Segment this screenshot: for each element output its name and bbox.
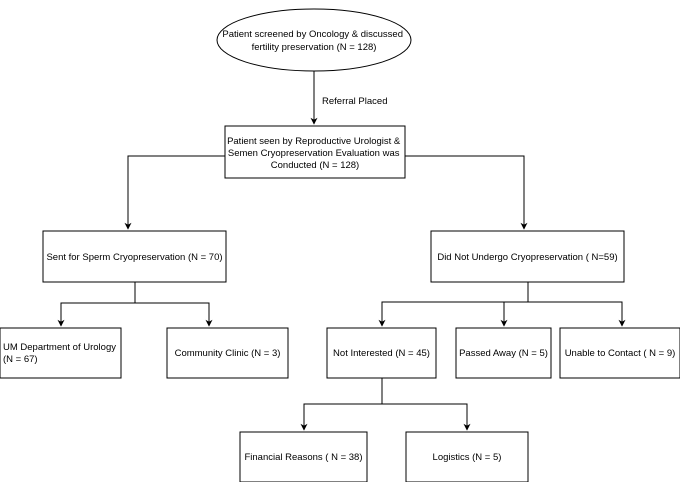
edge-label-referral-placed: Referral Placed bbox=[322, 96, 387, 107]
node-community-clinic-line-1: Community Clinic (N = 3) bbox=[175, 348, 281, 359]
node-patient-seen-line-2: Semen Cryopreservation Evaluation was bbox=[228, 148, 400, 159]
node-patient-seen-line-1: Patient seen by Reproductive Urologist & bbox=[227, 136, 401, 147]
edge-did-not-trunk bbox=[378, 282, 529, 327]
edge-not-interested-to-logistics bbox=[382, 403, 471, 431]
svg-text:Patient seen by Reproductive U: Patient seen by Reproductive Urologist &… bbox=[227, 136, 403, 171]
node-not-interested-line-1: Not Interested (N = 45) bbox=[333, 348, 430, 359]
svg-text:Financial Reasons ( N = 38): Financial Reasons ( N = 38) bbox=[244, 452, 362, 463]
edge-seen-to-did-not bbox=[405, 155, 528, 230]
node-um-department-of-urology: UM Department of Urology (N = 67) bbox=[0, 327, 122, 379]
svg-text:Not Interested (N = 45): Not Interested (N = 45) bbox=[333, 348, 430, 359]
node-patient-screened: Patient screened by Oncology & discussed… bbox=[216, 8, 412, 72]
node-financial-reasons-line-1: Financial Reasons ( N = 38) bbox=[244, 452, 362, 463]
edge-seen-to-sent bbox=[124, 155, 225, 230]
edge-not-interested-to-financial bbox=[300, 403, 382, 431]
svg-text:Sent for Sperm Cryopreservatio: Sent for Sperm Cryopreservation (N = 70) bbox=[46, 252, 222, 263]
node-patient-screened-line-1: Patient screened by Oncology & discussed bbox=[222, 29, 403, 40]
node-passed-away: Passed Away (N = 5) bbox=[455, 327, 552, 379]
node-community-clinic: Community Clinic (N = 3) bbox=[166, 327, 289, 379]
svg-text:Logistics (N = 5): Logistics (N = 5) bbox=[433, 452, 502, 463]
svg-text:Passed Away (N = 5): Passed Away (N = 5) bbox=[459, 348, 548, 359]
edges bbox=[57, 71, 626, 431]
edge-did-not-to-unable bbox=[528, 301, 626, 327]
node-did-not-undergo-line-1: Did Not Undergo Cryopreservation ( N=59) bbox=[437, 252, 617, 263]
node-unable-to-contact-line-1: Unable to Contact ( N = 9) bbox=[565, 348, 676, 359]
svg-text:Unable to Contact ( N = 9): Unable to Contact ( N = 9) bbox=[565, 348, 676, 359]
node-not-interested: Not Interested (N = 45) bbox=[326, 327, 437, 379]
node-financial-reasons: Financial Reasons ( N = 38) bbox=[239, 431, 368, 482]
node-um-department-of-urology-line-1: UM Department of Urology bbox=[3, 342, 116, 353]
svg-text:UM Department of Urology: UM Department of Urology (N = 67) bbox=[3, 342, 119, 365]
node-did-not-undergo: Did Not Undergo Cryopreservation ( N=59) bbox=[430, 230, 625, 283]
node-logistics-line-1: Logistics (N = 5) bbox=[433, 452, 502, 463]
node-patient-seen: Patient seen by Reproductive Urologist &… bbox=[224, 125, 406, 179]
node-sent-for-cryopreservation: Sent for Sperm Cryopreservation (N = 70) bbox=[42, 230, 227, 283]
node-patient-seen-line-3: Conducted (N = 128) bbox=[271, 160, 359, 171]
node-patient-screened-line-2: fertility preservation (N = 128) bbox=[252, 42, 377, 53]
node-um-department-of-urology-line-2: (N = 67) bbox=[3, 354, 38, 365]
svg-text:Community Clinic (N = 3): Community Clinic (N = 3) bbox=[175, 348, 281, 359]
node-sent-for-cryopreservation-line-1: Sent for Sperm Cryopreservation (N = 70) bbox=[46, 252, 222, 263]
edge-sent-to-community bbox=[135, 302, 213, 327]
nodes: Patient screened by Oncology & discussed… bbox=[0, 8, 680, 482]
node-unable-to-contact: Unable to Contact ( N = 9) bbox=[559, 327, 680, 379]
svg-text:Patient screened by Oncology &: Patient screened by Oncology & discussed… bbox=[222, 29, 405, 53]
svg-text:Did Not Undergo Cryopreservati: Did Not Undergo Cryopreservation ( N=59) bbox=[437, 252, 617, 263]
node-logistics: Logistics (N = 5) bbox=[405, 431, 529, 482]
node-passed-away-line-1: Passed Away (N = 5) bbox=[459, 348, 548, 359]
edge-sent-to-um-urology bbox=[57, 302, 135, 327]
